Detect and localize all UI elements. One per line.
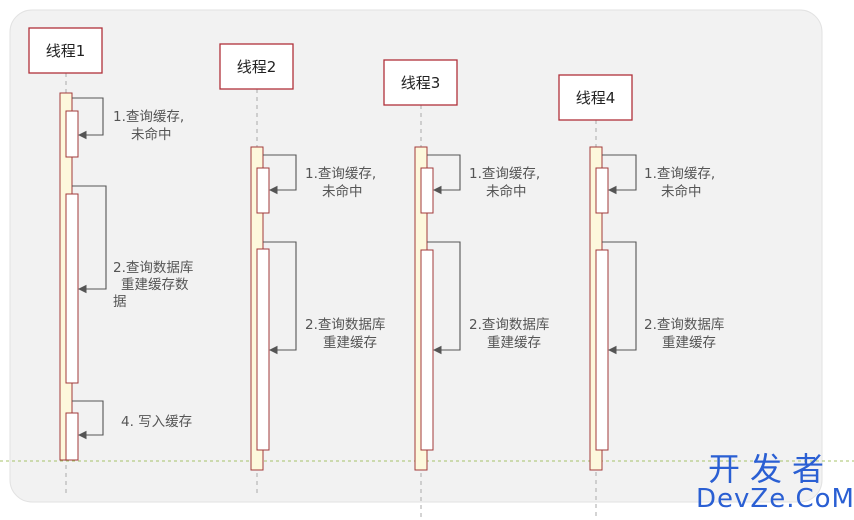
- arrow-t1-step2: [72, 185, 107, 294]
- activation-step1-3: [420, 167, 434, 214]
- activations-thread-4: [589, 146, 609, 471]
- arrow-t2-step2: [263, 241, 297, 355]
- thread-box-1: 线程1: [28, 27, 103, 74]
- arrow-t4-step2: [602, 241, 637, 355]
- activations-thread-2: [250, 146, 270, 471]
- arrow-t4-step1: [602, 154, 637, 195]
- activation-step2-2: [256, 248, 270, 451]
- thread-label-3: 线程3: [401, 74, 441, 92]
- activation-step1-2: [256, 167, 270, 214]
- activation-step2-4: [595, 249, 609, 451]
- msg-t3-step1: 1.查询缓存, 未命中: [469, 166, 544, 200]
- msg-t2-step1: 1.查询缓存, 未命中: [305, 166, 380, 200]
- msg-t1-step2: 2.查询数据库 重建缓存数 据: [113, 260, 198, 310]
- activations-thread-3: [414, 146, 434, 471]
- watermark-en: DevZe.CoM: [696, 484, 854, 514]
- arrow-t3-step2: [427, 241, 461, 355]
- msg-t2-step2: 2.查询数据库 重建缓存: [305, 317, 390, 351]
- thread-box-2: 线程2: [219, 43, 294, 90]
- activation-step2-1: [65, 193, 79, 384]
- arrow-t3-step1: [427, 154, 461, 195]
- msg-t3-step2: 2.查询数据库 重建缓存: [469, 317, 554, 351]
- thread-label-1: 线程1: [46, 42, 86, 60]
- msg-t4-step2: 2.查询数据库 重建缓存: [644, 317, 729, 351]
- thread-box-3: 线程3: [383, 59, 458, 106]
- activation-step1-1: [65, 110, 79, 158]
- arrow-t2-step1: [263, 154, 297, 195]
- msg-t4-step1: 1.查询缓存, 未命中: [644, 166, 719, 200]
- thread-label-2: 线程2: [237, 58, 277, 76]
- activation-step2-3: [420, 249, 434, 451]
- arrow-t1-step1: [72, 97, 104, 140]
- activation-step4-1: [65, 412, 79, 461]
- message-labels: 1.查询缓存, 未命中 2.查询数据库 重建缓存数 据 4. 写入缓存 1.查询…: [113, 109, 729, 430]
- activation-step1-4: [595, 167, 609, 214]
- watermark-cn: 开发者: [707, 450, 834, 488]
- self-call-arrows: [72, 97, 637, 440]
- thread-box-4: 线程4: [558, 74, 633, 121]
- msg-t1-step4: 4. 写入缓存: [121, 414, 192, 430]
- watermark-logo: 开发者 DevZe.CoM: [696, 450, 854, 514]
- arrow-t1-step4: [72, 400, 104, 440]
- activations-thread-1: [59, 92, 79, 461]
- msg-t1-step1: 1.查询缓存, 未命中: [113, 109, 188, 143]
- thread-label-4: 线程4: [576, 89, 616, 107]
